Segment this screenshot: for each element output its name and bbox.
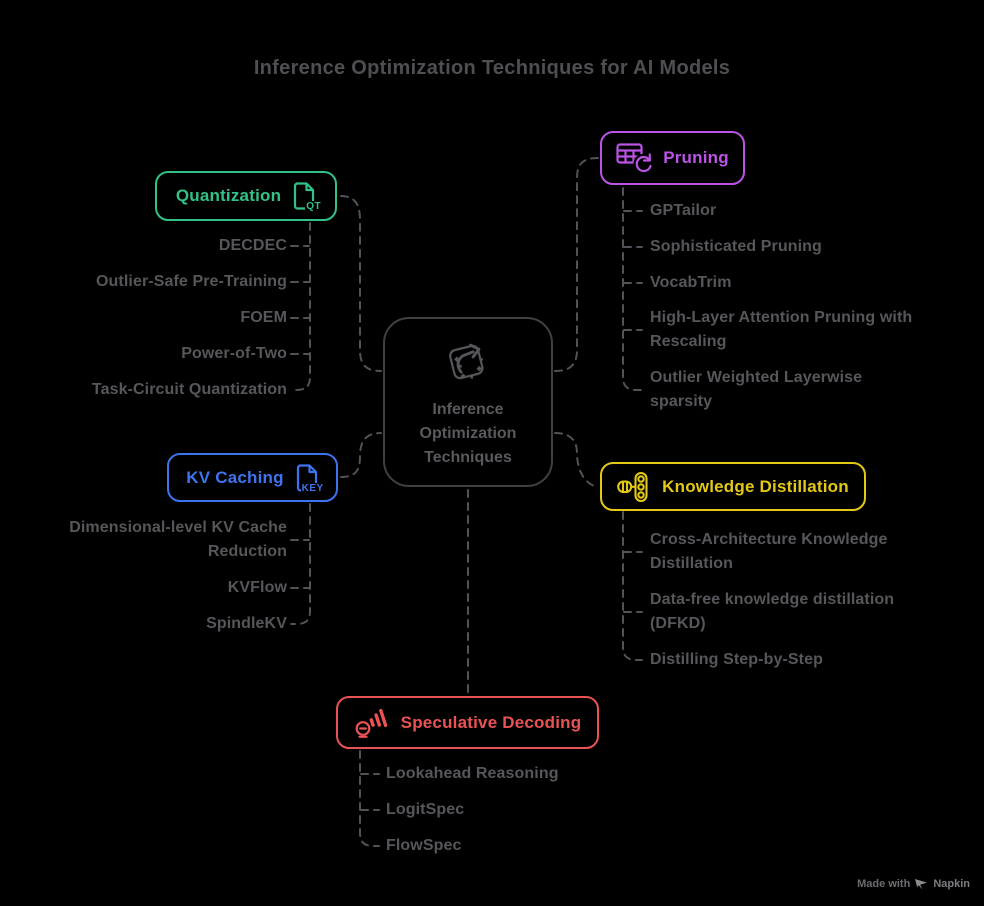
table-refresh-icon — [616, 143, 653, 173]
branch-label: Quantization — [175, 186, 282, 205]
branch-label: Speculative Decoding — [400, 712, 582, 732]
branch-item: FOEM — [240, 309, 287, 326]
branch-item: Cross-Architecture Knowledge Distillatio… — [650, 531, 888, 572]
optimization-arrow-icon — [449, 343, 484, 379]
branch-item: Outlier-Safe Pre-Training — [96, 273, 287, 290]
connector-knowledge-distillation — [554, 432, 599, 488]
branch-item: Data-free knowledge distillation (DFKD) — [650, 591, 895, 632]
branch-node-pruning: Pruning — [600, 131, 745, 185]
branch-item: High-Layer Attention Pruning with Rescal… — [650, 309, 913, 350]
branch-node-knowledge-distillation: Knowledge Distillation — [600, 462, 866, 511]
branch-item: KVFlow — [227, 579, 287, 596]
connector-pruning — [554, 157, 599, 372]
crystal-ball-waves-icon — [355, 708, 387, 738]
branch-label: Knowledge Distillation — [662, 476, 849, 496]
spine-speculative-decoding — [359, 750, 380, 847]
branch-item: LogitSpec — [386, 801, 465, 818]
branch-item: Outlier Weighted Layerwise sparsity — [650, 369, 863, 410]
branch-item: SpindleKV — [206, 615, 287, 632]
branch-label: KV Caching — [186, 467, 284, 487]
branch-item: Lookahead Reasoning — [386, 765, 559, 782]
spine-pruning — [622, 187, 643, 391]
napkin-logo-icon — [915, 879, 928, 890]
branch-item: DECDEC — [218, 237, 287, 254]
branch-label: Pruning — [663, 148, 729, 167]
branch-node-kv-caching: KV Caching KEY — [167, 453, 338, 502]
branch-item: VocabTrim — [650, 274, 732, 291]
distillation-column-icon — [617, 471, 648, 502]
branch-item: Power-of-Two — [181, 345, 287, 362]
central-node: Inference Optimization Techniques — [383, 317, 553, 487]
watermark-brand: Napkin — [933, 878, 970, 890]
spine-knowledge-distillation — [622, 511, 643, 661]
branch-node-quantization: Quantization QT — [155, 171, 337, 221]
branch-item: GPTailor — [650, 202, 717, 219]
connector-kv-caching — [340, 432, 382, 478]
branch-node-speculative-decoding: Speculative Decoding — [336, 696, 599, 749]
branch-item: Dimensional-level KV Cache Reduction — [69, 519, 287, 560]
spine-quantization — [290, 222, 311, 391]
branch-item: Task-Circuit Quantization — [91, 381, 287, 398]
connector-quantization — [340, 195, 382, 372]
branch-item: Distilling Step-by-Step — [650, 651, 823, 668]
watermark-made-with: Made with — [857, 878, 911, 890]
branch-item: FlowSpec — [386, 837, 462, 854]
central-node-label: Inference Optimization Techniques — [419, 400, 517, 466]
document-tag-label: QT — [305, 201, 323, 212]
document-tag-label: KEY — [300, 482, 325, 494]
watermark: Made with Napkin — [857, 878, 970, 890]
spine-kv-caching — [290, 503, 311, 625]
page-title: Inference Optimization Techniques for AI… — [253, 57, 731, 79]
branch-item: Sophisticated Pruning — [650, 238, 822, 255]
